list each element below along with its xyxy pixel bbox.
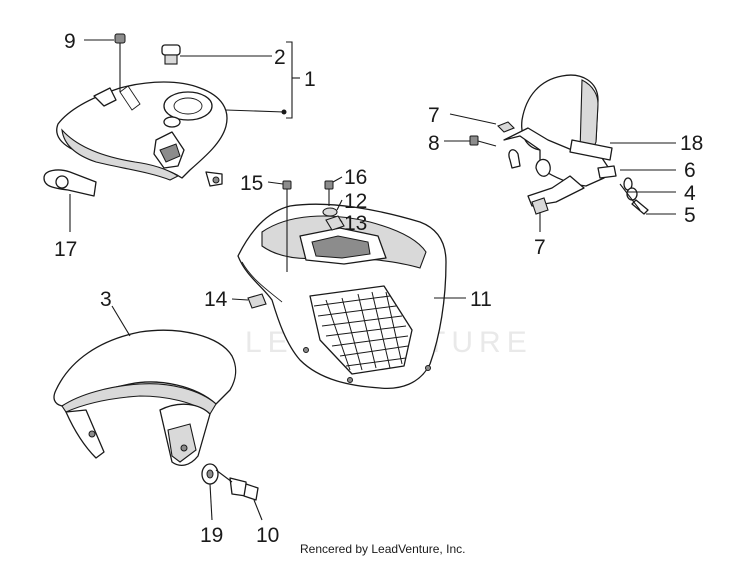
washer-part-19 bbox=[201, 463, 219, 485]
callout-17: 17 bbox=[54, 238, 77, 261]
callout-1: 1 bbox=[304, 68, 316, 91]
inner-shield-assembly bbox=[56, 81, 228, 187]
callout-12: 12 bbox=[344, 190, 367, 213]
clip-part-17 bbox=[43, 169, 97, 197]
callout-15: 15 bbox=[240, 172, 263, 195]
callout-13: 13 bbox=[344, 212, 367, 235]
callout-18: 18 bbox=[680, 132, 703, 155]
callout-7-upper: 7 bbox=[428, 104, 440, 127]
callout-9: 9 bbox=[64, 30, 76, 53]
callout-7-lower: 7 bbox=[534, 236, 546, 259]
callout-2: 2 bbox=[274, 46, 286, 69]
callout-16: 16 bbox=[344, 166, 367, 189]
screw-part-9 bbox=[114, 33, 126, 92]
callout-11: 11 bbox=[470, 288, 492, 311]
callout-6: 6 bbox=[684, 159, 696, 182]
nut-part-13 bbox=[325, 215, 345, 231]
screw-part-15 bbox=[282, 180, 292, 272]
bolt-part-8 bbox=[469, 135, 497, 147]
screw-part-10 bbox=[215, 469, 259, 501]
callout-19: 19 bbox=[200, 524, 223, 547]
screw-part-16 bbox=[324, 180, 334, 206]
washer-part-12 bbox=[322, 207, 338, 217]
callout-labels: 9 2 1 17 7 8 18 6 4 5 7 15 16 12 13 14 1… bbox=[54, 30, 703, 547]
central-shield bbox=[237, 203, 447, 390]
callout-10: 10 bbox=[256, 524, 279, 547]
leader-lines bbox=[69, 39, 676, 521]
nut-part-14 bbox=[247, 293, 267, 309]
callout-14: 14 bbox=[204, 288, 228, 311]
callout-3: 3 bbox=[100, 288, 112, 311]
nut-part-7-upper bbox=[497, 121, 515, 133]
footer-credit: Rencered by LeadVenture, Inc. bbox=[300, 542, 465, 556]
callout-5: 5 bbox=[684, 204, 696, 227]
bolt-part-5 bbox=[619, 183, 649, 215]
grommet-part-2 bbox=[161, 44, 181, 128]
front-fender bbox=[53, 329, 237, 467]
callout-8: 8 bbox=[428, 132, 440, 155]
callout-4: 4 bbox=[684, 182, 696, 205]
nut-part-7-lower bbox=[531, 197, 549, 215]
rear-bracket-assembly bbox=[503, 74, 617, 207]
shield-grille bbox=[313, 291, 409, 371]
washer-part-4 bbox=[626, 187, 638, 201]
